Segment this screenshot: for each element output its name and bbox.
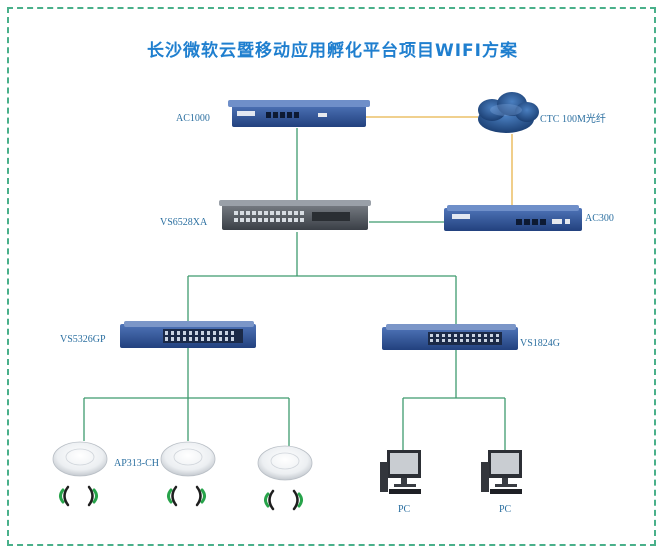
vs5326gp-label: VS5326GP (60, 334, 106, 345)
ac300-label: AC300 (585, 213, 614, 224)
ac1000-device (228, 100, 370, 127)
ac300-device (444, 205, 582, 231)
vs1824g-label: VS1824G (520, 338, 561, 349)
access-point-2 (160, 441, 216, 477)
wifi-signal-icon (59, 485, 98, 507)
wifi-signal-icon (264, 489, 303, 511)
diagram-frame (7, 7, 656, 546)
vs6528xa-label: VS6528XA (160, 217, 208, 228)
access-point-1 (52, 441, 108, 477)
ap-label: AP313-CH (114, 458, 160, 469)
vs5326gp-switch (120, 321, 256, 348)
vs1824g-switch (382, 324, 518, 350)
pc-2-label: PC (499, 504, 512, 515)
pc-1-computer (380, 450, 421, 494)
diagram-title: 长沙微软云暨移动应用孵化平台项目WIFI方案 (146, 41, 518, 61)
ac1000-label: AC1000 (176, 113, 210, 124)
access-point-3 (257, 445, 313, 481)
connection-lines (83, 116, 513, 450)
vs6528xa-switch (219, 200, 371, 230)
cloud-label: CTC 100M光纤 (540, 114, 606, 125)
pc-1-label: PC (398, 504, 411, 515)
wifi-signal-icon (167, 485, 206, 507)
pc-2-computer (481, 450, 522, 494)
internet-cloud (478, 92, 539, 133)
